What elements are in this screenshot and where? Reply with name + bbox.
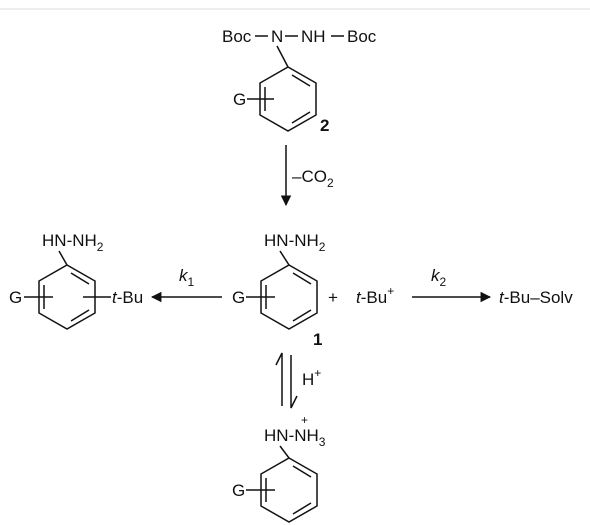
k1-step: k1 — [150, 266, 222, 303]
compound-label-2: 2 — [320, 116, 329, 135]
plus-sign: + — [328, 288, 338, 307]
benzene-ring-alkylated — [38, 264, 96, 330]
decarboxylation-step: –CO2 — [280, 145, 334, 207]
tbu-cation-text: t-Bu+ — [356, 284, 394, 307]
protonated-compound: + HN-NH3 G — [232, 413, 326, 523]
equilibrium-up-arrow — [275, 352, 283, 406]
benzene-ring-protonated — [260, 457, 318, 523]
k1-label: k1 — [179, 266, 195, 289]
alkylated-product: HN-NH2 G t-Bu — [9, 231, 143, 330]
protonation-label: H+ — [302, 366, 321, 389]
compound-label-1: 1 — [313, 330, 322, 349]
compound-1: HN-NH2 G 1 — [232, 231, 326, 349]
substituent-g-2: G — [233, 90, 246, 109]
boc-left-text: Boc — [222, 27, 252, 46]
benzene-ring-2 — [259, 66, 317, 132]
substituent-g-protonated: G — [232, 481, 245, 500]
nh-text: NH — [301, 27, 326, 46]
ammonium-charge: + — [301, 413, 308, 427]
boc-right-text: Boc — [347, 27, 377, 46]
k2-step: k2 — [412, 266, 492, 303]
solvolysis-product: t-Bu–Solv — [499, 288, 573, 307]
tbu-cation: + t-Bu+ — [328, 284, 394, 307]
benzene-ring-1 — [260, 264, 318, 330]
compound1-formula: HN-NH2 — [264, 231, 326, 254]
k2-label: k2 — [431, 266, 447, 289]
protonated-formula: HN-NH3 — [264, 426, 326, 449]
minus-co2-label: –CO2 — [292, 167, 334, 190]
equilibrium-down-arrow — [290, 355, 298, 409]
compound-2: Boc N NH Boc G 2 — [222, 27, 377, 135]
alkylated-formula: HN-NH2 — [42, 231, 104, 254]
substituent-g-1: G — [232, 288, 245, 307]
substituent-g-alkylated: G — [9, 288, 22, 307]
protonation-equilibrium: H+ — [275, 352, 321, 409]
n1-text: N — [271, 27, 283, 46]
alkylated-tbu: t-Bu — [112, 288, 143, 307]
